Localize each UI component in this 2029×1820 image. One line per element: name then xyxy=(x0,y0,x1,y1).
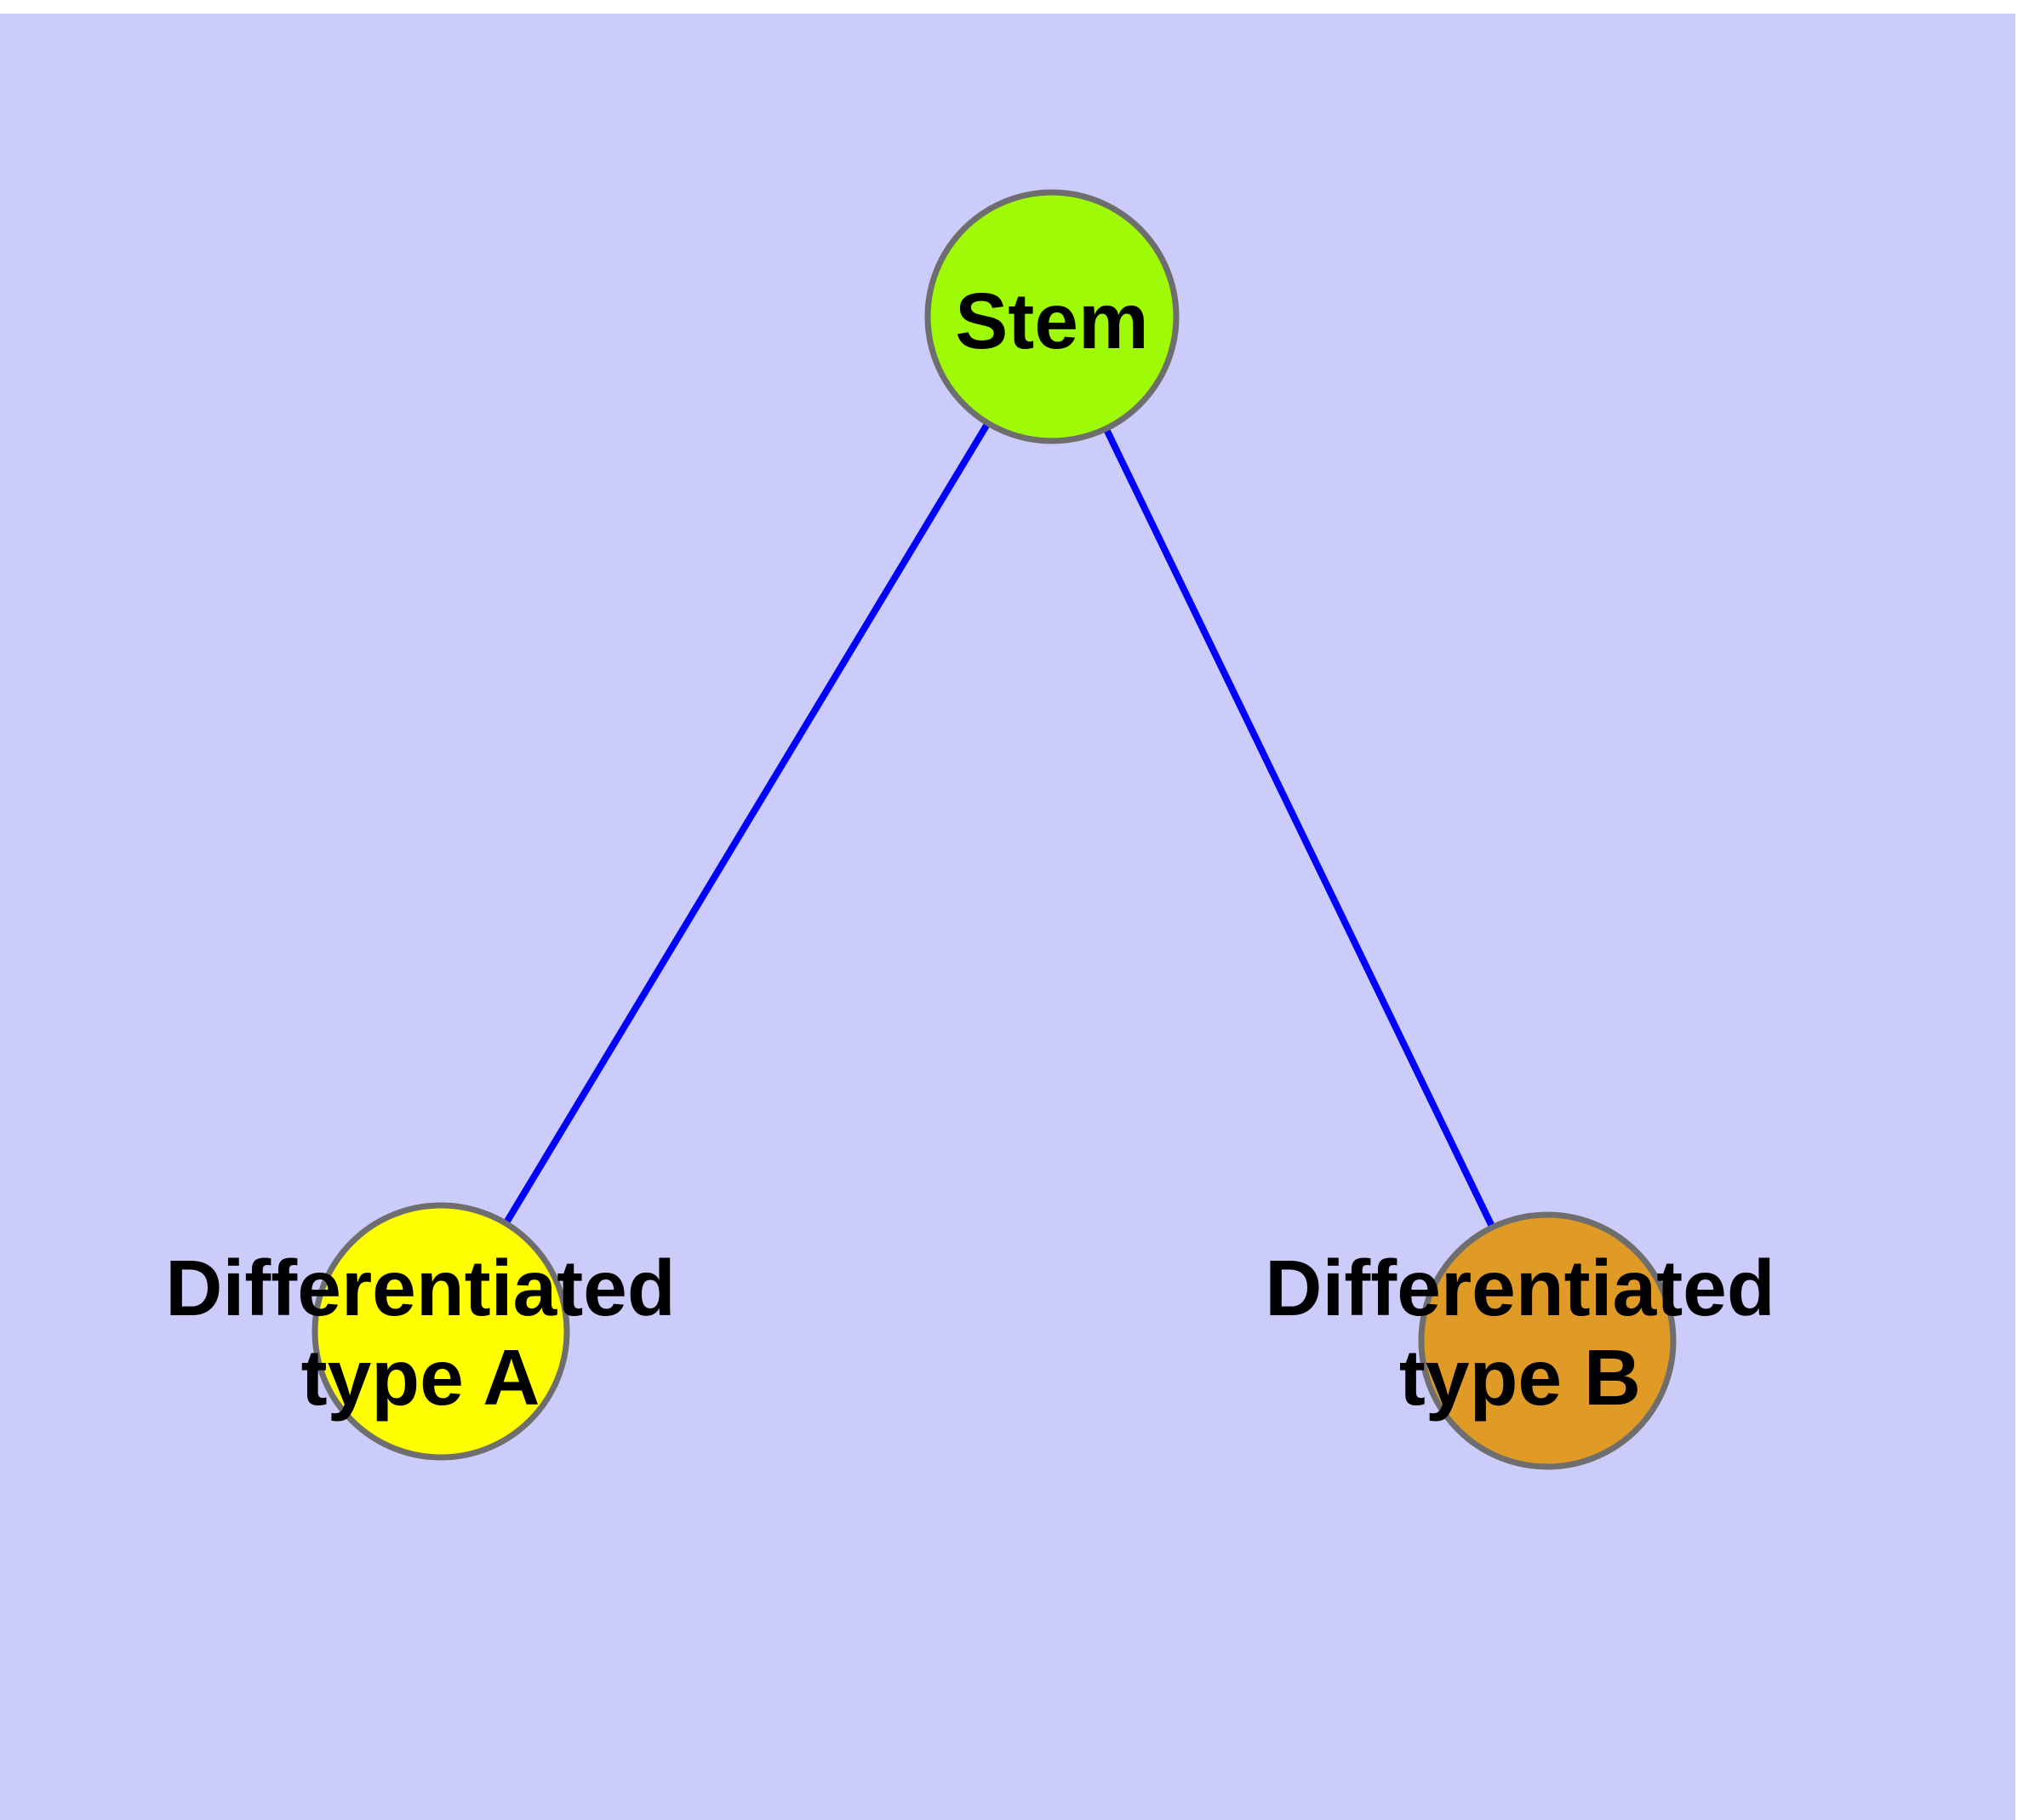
edge-stem-to-differentiated-a[interactable] xyxy=(437,314,1055,1334)
node-stem-circle[interactable] xyxy=(924,189,1180,444)
label-line: type B xyxy=(1399,1333,1641,1422)
label-line: Stem xyxy=(955,277,1148,365)
node-differentiated-type-b-circle[interactable] xyxy=(1418,1211,1677,1470)
node-differentiated-type-a[interactable] xyxy=(311,1202,570,1461)
label-line: Differentiated xyxy=(165,1244,675,1332)
edges-layer xyxy=(437,314,1551,1342)
node-stem-label: Stem xyxy=(955,277,1148,365)
node-stem[interactable] xyxy=(924,189,1180,444)
edge-stem-to-differentiated-b[interactable] xyxy=(1049,315,1551,1342)
label-line: type A xyxy=(301,1333,540,1422)
label-line: Differentiated xyxy=(1265,1244,1775,1332)
node-differentiated-type-b[interactable] xyxy=(1418,1211,1677,1470)
node-differentiated-type-a-circle[interactable] xyxy=(311,1202,570,1461)
nodes-layer xyxy=(311,189,1677,1470)
